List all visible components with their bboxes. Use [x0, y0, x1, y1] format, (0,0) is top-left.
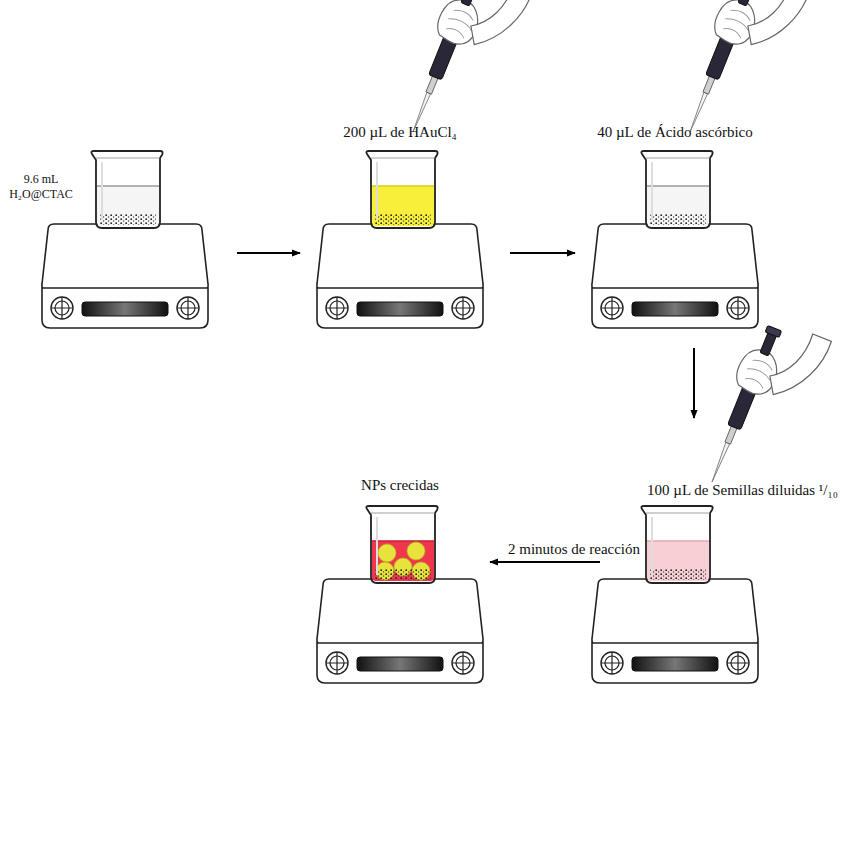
step-label: 100 µL de Semillas diluidas ¹/₁₀ [647, 482, 838, 499]
step-label: 200 µL de HAuCl₄ [343, 124, 457, 141]
station: 200 µL de HAuCl₄ [315, 150, 485, 335]
station: 9.6 mL H₂O@CTAC [40, 150, 210, 335]
station: 40 µL de Ácido ascórbico [590, 150, 760, 335]
step-label: 9.6 mL H₂O@CTAC [4, 172, 78, 202]
station: NPs crecidas [315, 505, 485, 690]
flow-arrow [510, 252, 575, 254]
beaker-on-stirrer [590, 505, 760, 690]
step-label: 40 µL de Ácido ascórbico [597, 124, 753, 141]
pipette [695, 313, 831, 504]
arrow-label: 2 minutos de reacción [506, 541, 642, 558]
beaker-on-stirrer [40, 150, 210, 335]
beaker-on-stirrer [315, 150, 485, 335]
flow-arrow [237, 252, 300, 254]
beaker-on-stirrer [315, 505, 485, 690]
beaker-on-stirrer [590, 150, 760, 335]
flow-arrow [490, 561, 600, 563]
step-label: NPs crecidas [361, 477, 439, 494]
flow-arrow [693, 348, 695, 418]
station: 100 µL de Semillas diluidas ¹/₁₀ [590, 505, 760, 690]
